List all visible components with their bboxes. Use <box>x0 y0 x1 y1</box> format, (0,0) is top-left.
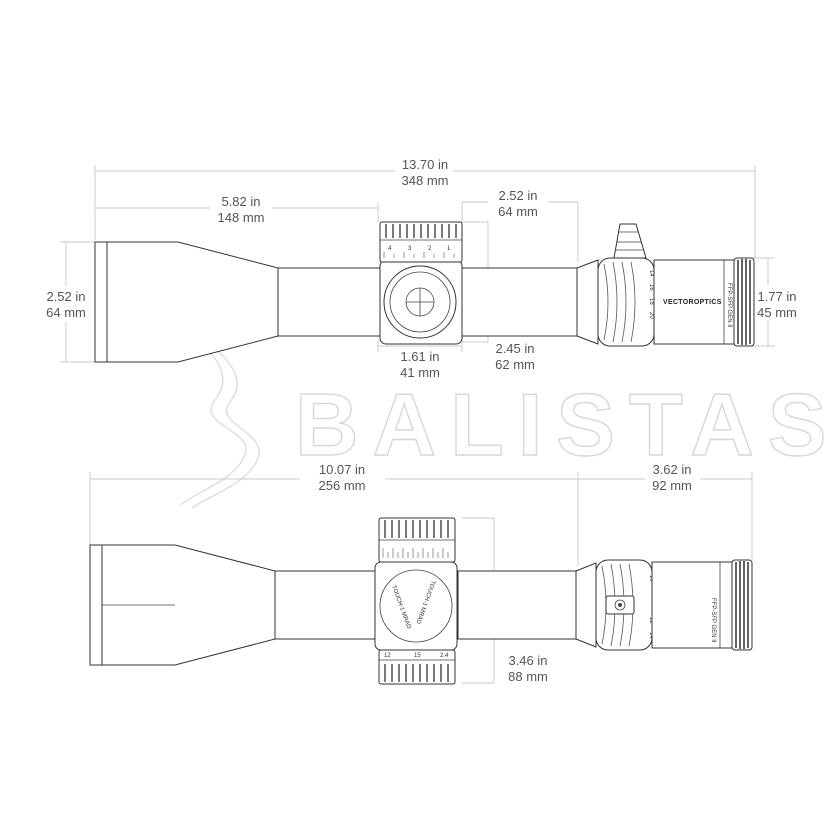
turret-number-1: 4 <box>388 246 392 252</box>
diopter-ring <box>733 257 755 347</box>
dim-overall-length-in: 13.70 in <box>402 157 448 172</box>
throw-lever <box>613 223 647 259</box>
dim-objective-diameter-mm: 64 mm <box>46 305 86 320</box>
dim-length-to-eyepiece: 10.07 in 256 mm <box>89 462 578 545</box>
objective-bell <box>106 241 279 363</box>
bottom-diopter-knurl <box>735 561 749 649</box>
watermark: BALISTAS <box>169 329 840 509</box>
bottom-turret-saddle <box>374 561 458 651</box>
top-scope-body: 14 16 18 20 VECTOROPTICS FFP-SFP GEN II <box>94 221 755 363</box>
bottom-eyepiece-body <box>651 561 733 649</box>
dim-eyepiece-diameter-in: 1.77 in <box>757 289 796 304</box>
bottom-mag-number-3: 14 <box>648 632 654 639</box>
turret-number-4: 1 <box>447 246 451 252</box>
dim-length-to-eyepiece-in: 10.07 in <box>319 462 365 477</box>
dim-eyepiece-diameter: 1.77 in 45 mm <box>752 257 797 347</box>
bottom-mag-number-1: 10 <box>648 575 654 582</box>
dim-turret-height-mm: 88 mm <box>508 669 548 684</box>
dim-eyepiece-diameter-mm: 45 mm <box>757 305 797 320</box>
dim-length-to-eyepiece-mm: 256 mm <box>319 478 366 493</box>
dim-turret-to-eyepiece: 2.52 in 64 mm <box>461 188 579 262</box>
dim-objective-length-in: 5.82 in <box>221 194 260 209</box>
dim-objective-length-mm: 148 mm <box>218 210 265 225</box>
dim-eyepiece-offset-in: 2.45 in <box>495 341 534 356</box>
eyepiece-label: FFP-SFP GEN II <box>726 283 732 328</box>
dim-eyepiece-length-mm: 92 mm <box>652 478 692 493</box>
bottom-eyepiece-label: FFP-SFP GEN II <box>710 598 716 643</box>
bottom-mag-number-2: 12 <box>648 617 654 624</box>
dim-objective-length: 5.82 in 148 mm <box>95 194 379 225</box>
bottom-saddle-circle <box>379 569 453 643</box>
diopter-knurl <box>737 259 751 345</box>
bottom-scope-body: 10 12 14 FFP-SFP GEN II TOUCH-1 MRAD TOU… <box>89 517 753 685</box>
dim-turret-width-in: 1.61 in <box>400 349 439 364</box>
bottom-upper-turret-knurl <box>384 520 449 538</box>
turret-number-2: 3 <box>408 246 412 252</box>
front-tube <box>277 267 381 337</box>
watermark-text: BALISTAS <box>295 375 840 474</box>
dim-eyepiece-offset-mm: 62 mm <box>495 357 535 372</box>
eyepiece-body <box>653 259 735 345</box>
brand-label: VECTOROPTICS <box>663 299 722 306</box>
dim-objective-diameter: 2.52 in 64 mm <box>46 241 95 363</box>
bottom-upper-turret-ticks <box>382 548 449 558</box>
lower-turret-number-1: 12 <box>384 653 391 659</box>
throw-lever-mount <box>605 595 635 615</box>
bottom-eyepiece-taper <box>575 562 597 648</box>
lower-turret-number-3: 2.4 <box>440 653 449 659</box>
objective-lens-cap <box>94 241 108 363</box>
dim-turret-width-mm: 41 mm <box>400 365 440 380</box>
turret-number-3: 2 <box>428 246 432 252</box>
dim-eyepiece-length: 3.62 in 92 mm <box>577 462 753 566</box>
magnification-ring-grooves <box>603 261 636 343</box>
mag-number-4: 20 <box>648 312 654 319</box>
dim-objective-diameter-in: 2.52 in <box>46 289 85 304</box>
watermark-logo-mark <box>169 329 260 509</box>
dim-turret-to-eyepiece-mm: 64 mm <box>498 204 538 219</box>
rear-tube <box>461 267 578 337</box>
dim-turret-width: 1.61 in 41 mm <box>377 340 463 380</box>
bottom-view: 10.07 in 256 mm 3.62 in 92 mm 3.46 in 88… <box>89 462 753 685</box>
bottom-objective-cap <box>89 544 103 666</box>
bottom-front-tube <box>274 570 378 640</box>
bottom-diopter-ring <box>731 559 753 651</box>
turret-ticks <box>383 252 455 258</box>
dim-turret-to-eyepiece-in: 2.52 in <box>498 188 537 203</box>
top-view: 13.70 in 348 mm 5.82 in 148 mm 2.52 in 6… <box>46 157 797 380</box>
mag-number-1: 14 <box>648 270 654 277</box>
lower-turret-number-2: 15 <box>414 653 421 659</box>
dim-eyepiece-length-in: 3.62 in <box>652 462 691 477</box>
eyepiece-taper <box>576 259 599 345</box>
mag-number-2: 16 <box>648 284 654 291</box>
bottom-lower-turret-knurl <box>384 664 449 682</box>
dim-turret-height-in: 3.46 in <box>508 653 547 668</box>
dim-overall-length-mm: 348 mm <box>402 173 449 188</box>
mag-number-3: 18 <box>648 298 654 305</box>
dim-overall-length: 13.70 in 348 mm <box>94 157 756 258</box>
bottom-lower-turret <box>378 649 456 685</box>
elevation-turret-knurl <box>385 224 457 238</box>
bottom-rear-tube <box>457 570 577 640</box>
